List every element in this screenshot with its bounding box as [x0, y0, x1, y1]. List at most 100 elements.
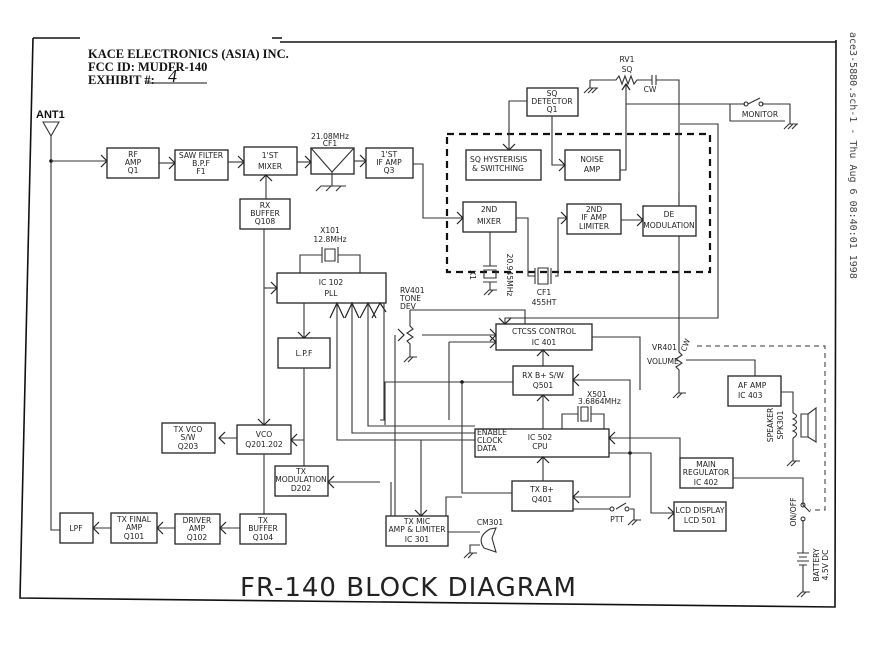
ctcss-control-block — [495, 323, 593, 351]
tx-final-amp-label: Q101 — [124, 532, 145, 541]
second-mixer-block — [462, 201, 517, 233]
switch-contact — [743, 101, 749, 107]
arrow-icon — [608, 431, 616, 445]
wire — [413, 163, 463, 219]
arrow-icon — [414, 509, 428, 517]
wire — [573, 415, 631, 498]
vco-block — [236, 424, 292, 455]
arrow-icon — [572, 490, 580, 504]
rv1-cw-label: CW — [644, 85, 657, 94]
cf1-label: CF1 — [323, 139, 338, 148]
first-mixer-label: 1'ST — [262, 151, 279, 160]
wire — [686, 359, 756, 376]
tx-b-block — [511, 480, 574, 512]
diagram-title: FR-140 BLOCK DIAGRAM — [240, 573, 577, 603]
wire — [390, 482, 462, 516]
rv401-label: TONE — [399, 294, 421, 303]
x501-freq-label: 3.6864MHz — [578, 397, 621, 406]
volume-label: VOLUME — [647, 357, 679, 366]
wire — [516, 217, 567, 277]
sq-hysterisis-block — [465, 149, 542, 181]
tx-modulation-label: D202 — [291, 484, 312, 493]
cpu-pin-data-label: DATA — [477, 444, 497, 453]
arrow-icon — [536, 349, 550, 357]
x501-crystal-icon — [561, 406, 605, 430]
pll-lpf-label: L.P.F — [296, 349, 313, 358]
ic102-label: IC 102 — [319, 278, 344, 287]
arrow-icon — [218, 431, 226, 445]
battery-voltage-label: 4.5V DC — [821, 550, 830, 581]
sq-hysterisis-label: SQ HYSTERISIS — [470, 155, 527, 164]
tx-mic-amp-label: TX MIC — [403, 517, 430, 526]
lpf-label: LPF — [69, 524, 82, 533]
wire — [592, 336, 641, 390]
x1-crystal-icon — [483, 232, 497, 296]
antenna-label: ANT1 — [36, 109, 65, 121]
second-if-amp-label: LIMITER — [579, 222, 610, 231]
tx-modulation-block — [274, 465, 329, 497]
rf-amp-block — [106, 147, 160, 179]
if-ic-dashed-boundary — [445, 132, 712, 274]
cpu-pin-enable-label: ENABLE — [477, 428, 507, 437]
file-timestamp: ace3-5880.sch-1 - Thu Aug 6 08:40:01 199… — [847, 32, 858, 279]
ground-icon — [583, 80, 598, 94]
exhibit-number: 4 — [168, 66, 177, 86]
vco-label: VCO — [256, 430, 272, 439]
first-if-amp-label: Q3 — [384, 166, 395, 175]
rf-amp-label: Q1 — [128, 166, 139, 175]
tx-mic-amp-block — [385, 515, 449, 547]
microphone-icon — [463, 527, 497, 559]
demodulation-label: DE — [664, 210, 675, 219]
first-if-amp-label: 1'ST — [381, 150, 398, 159]
arrow-icon — [536, 394, 550, 402]
tx-final-amp-label: TX FINAL — [116, 515, 152, 524]
arrow-icon — [270, 281, 278, 295]
x101-crystal-icon — [299, 247, 361, 273]
tx-buffer-label: BUFFER — [248, 524, 278, 533]
wire — [609, 452, 674, 514]
tx-modulation-label: MODULATION — [275, 475, 326, 484]
vr401-label: VR401 — [652, 343, 677, 352]
battery-wire — [733, 477, 810, 598]
cm301-label: CM301 — [477, 518, 504, 527]
saw-filter-label: SAW FILTER — [179, 151, 224, 160]
volume-switch-gang-line — [697, 345, 826, 511]
switch-contact — [800, 502, 806, 508]
pll-input-arrows-icon — [329, 301, 387, 319]
switch-contact — [758, 101, 764, 107]
cf1-ceramic-filter-icon — [534, 267, 552, 285]
rv401-label: RV401 — [400, 286, 425, 295]
driver-amp-block — [174, 513, 221, 545]
tx-vco-sw-label: TX VCO — [173, 425, 203, 434]
wire — [626, 103, 785, 122]
x101-label: X101 — [320, 226, 340, 235]
wire — [781, 391, 800, 467]
speaker-icon — [791, 406, 817, 443]
arrow-icon — [536, 456, 550, 464]
exhibit-label: EXHIBIT #: — [88, 73, 155, 87]
cf1-filter-block — [310, 147, 355, 175]
tx-b-label: TX B+ — [529, 485, 554, 494]
tx-mic-amp-label: AMP & LIMITER — [388, 525, 446, 534]
wire — [504, 123, 719, 325]
battery-label: BATTERY — [812, 548, 821, 582]
lpf-block — [59, 512, 94, 544]
tone-dev-potentiometer-icon — [403, 310, 417, 363]
sq-detector-block — [526, 87, 579, 117]
rx-buffer-label: Q108 — [255, 217, 276, 226]
rx-buffer-label: BUFFER — [250, 209, 280, 218]
x1-freq-label: 20.945MHz — [505, 254, 514, 297]
second-mixer-label: 2ND — [481, 205, 498, 214]
fcc-id: FCC ID: MUDFR-140 — [88, 60, 207, 74]
saw-filter-label: F1 — [196, 167, 205, 176]
on-off-label: ON/OFF — [789, 498, 798, 527]
wire — [461, 382, 513, 494]
arrow-icon — [397, 328, 405, 342]
wire — [384, 381, 513, 425]
pll-data-bus-wires — [336, 303, 475, 441]
tx-buffer-label: TX — [257, 516, 268, 525]
x501-label: X501 — [587, 390, 607, 399]
tx-vco-sw-label: S/W — [181, 433, 196, 442]
tx-final-amp-label: AMP — [126, 523, 143, 532]
